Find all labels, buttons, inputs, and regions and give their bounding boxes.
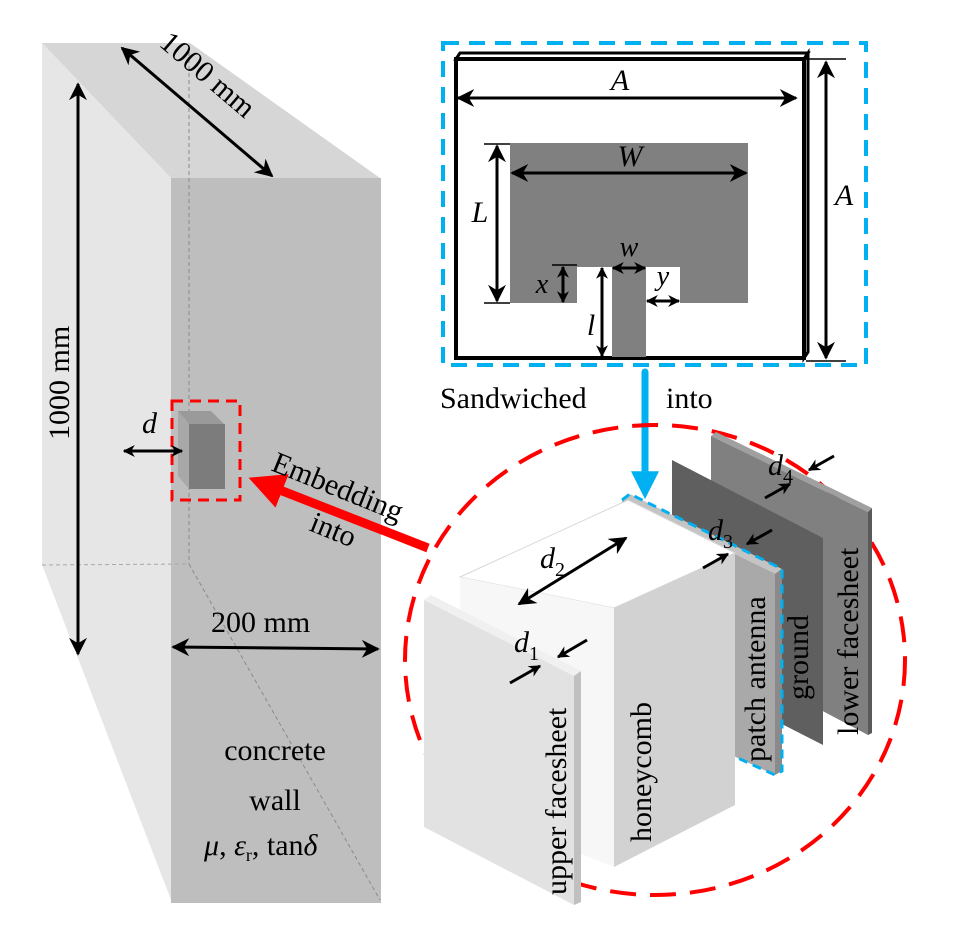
depth-dimension-arrow xyxy=(120,46,274,178)
board-width-label: A xyxy=(609,64,630,97)
embedded-antenna-block xyxy=(178,411,225,489)
embed-depth-label: d xyxy=(142,407,158,440)
lower-facesheet-thickness-arrow-a xyxy=(764,482,792,500)
wall-hidden-edge xyxy=(41,563,190,566)
lower-facesheet-label: lower facesheet xyxy=(832,547,865,735)
honeycomb-thickness-arrow xyxy=(517,536,628,606)
wall-hidden-edge xyxy=(188,563,381,901)
thickness-dimension-arrow xyxy=(171,638,380,658)
upper-facesheet-thickness-arrow-a xyxy=(509,664,542,685)
patch-thickness-arrow-a xyxy=(702,552,730,570)
inset-gap-label: y xyxy=(654,261,670,292)
feed-length-label: l xyxy=(587,309,595,342)
thickness-label: 200 mm xyxy=(211,606,310,639)
material-params: μ, εr, tanδ xyxy=(203,829,319,865)
patch-antenna-label: patch antenna xyxy=(739,596,772,762)
patch-element xyxy=(510,143,748,357)
height-label: 1000 mm xyxy=(43,326,76,440)
upper-facesheet-thickness-label: d1 xyxy=(514,626,539,665)
inset-depth-label: x xyxy=(535,269,549,300)
concrete-wall xyxy=(41,43,381,903)
lower-facesheet-thickness-arrow-b xyxy=(807,454,835,472)
honeycomb-thickness-label: d2 xyxy=(540,542,565,581)
upper-facesheet-thickness-arrow-b xyxy=(556,638,588,659)
patch-length-label: L xyxy=(471,196,489,229)
ground-label: ground xyxy=(782,615,815,700)
patch-thickness-arrow-b xyxy=(745,528,773,546)
honeycomb-label: honeycomb xyxy=(625,702,658,842)
embedding-arrow xyxy=(248,474,430,553)
embedded-block-highlight-box xyxy=(170,399,242,502)
board-height-label: A xyxy=(833,179,854,212)
feed-width-label: w xyxy=(620,232,639,263)
patch-width-label: W xyxy=(618,140,646,173)
material-line-2: wall xyxy=(249,784,301,817)
patch-thickness-label: d3 xyxy=(708,514,733,553)
upper-facesheet-label: upper facesheet xyxy=(540,707,573,895)
lower-facesheet-thickness-label: d4 xyxy=(768,449,793,488)
wall-front-face xyxy=(171,178,381,903)
layer-stack-highlight-circle xyxy=(403,423,907,897)
antenna-view-frame xyxy=(441,41,868,367)
sandwiched-into-label: into xyxy=(666,382,713,415)
sandwiched-label: Sandwiched xyxy=(440,382,587,415)
material-line-1: concrete xyxy=(224,734,326,767)
